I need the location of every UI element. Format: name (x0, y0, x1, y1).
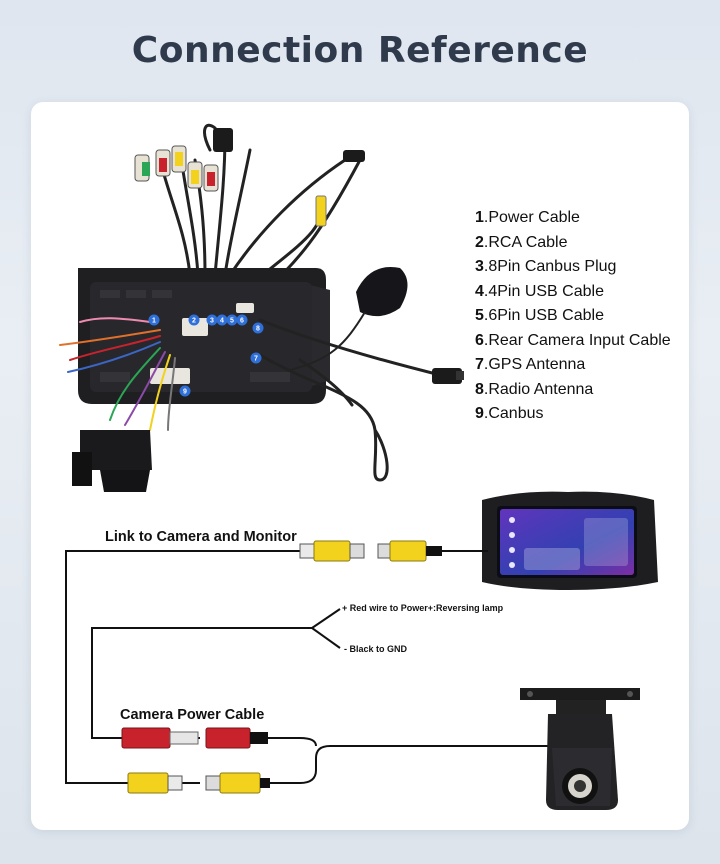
badge-1: 1 (152, 318, 156, 325)
legend-item: 9.Canbus (475, 405, 544, 422)
rca-plugs-top (134, 128, 365, 227)
red-wire-label: + Red wire to Power+:Reversing lamp (342, 603, 504, 613)
legend-list: 1.Power Cable 2.RCA Cable 3.8Pin Canbus … (475, 206, 671, 427)
badge-2: 2 (192, 318, 196, 325)
gps-antenna (289, 267, 408, 371)
black-wire-label: - Black to GND (344, 644, 408, 654)
legend-item: 7.GPS Antenna (475, 356, 586, 373)
plus-sign: + (342, 603, 348, 613)
legend-item: 5.6Pin USB Cable (475, 307, 604, 324)
badge-3: 3 (210, 318, 214, 325)
iso-harness-plug (72, 430, 152, 492)
badge-6: 6 (240, 318, 244, 325)
badge-8: 8 (256, 326, 260, 333)
rca-connectors-bottom (127, 772, 270, 794)
power-connectors (121, 727, 268, 749)
legend-item: 6.Rear Camera Input Cable (475, 331, 671, 349)
badge-9: 9 (183, 389, 187, 396)
legend-item: 3.8Pin Canbus Plug (475, 258, 617, 275)
badge-7: 7 (254, 356, 258, 363)
rca-connectors-top (299, 540, 442, 562)
camera-power-cable-label: Camera Power Cable (120, 707, 265, 723)
legend-item: 8.Radio Antenna (475, 380, 594, 398)
link-camera-monitor-label: Link to Camera and Monitor (105, 529, 297, 545)
wiring-lines (65, 550, 548, 784)
page-title: Connection Reference (131, 30, 589, 71)
legend-item: 2.RCA Cable (475, 233, 568, 251)
badge-4: 4 (220, 318, 224, 325)
car-monitor (482, 491, 658, 590)
rear-camera (520, 688, 640, 810)
badge-5: 5 (230, 318, 234, 325)
radio-antenna (258, 318, 442, 482)
legend-item: 1.Power Cable (475, 209, 580, 226)
callout-badges: 1 2 3 4 5 6 7 8 9 (148, 314, 264, 397)
minus-sign: - (344, 644, 347, 654)
head-unit-back (59, 123, 464, 492)
legend-item: 4.4Pin USB Cable (475, 282, 604, 300)
